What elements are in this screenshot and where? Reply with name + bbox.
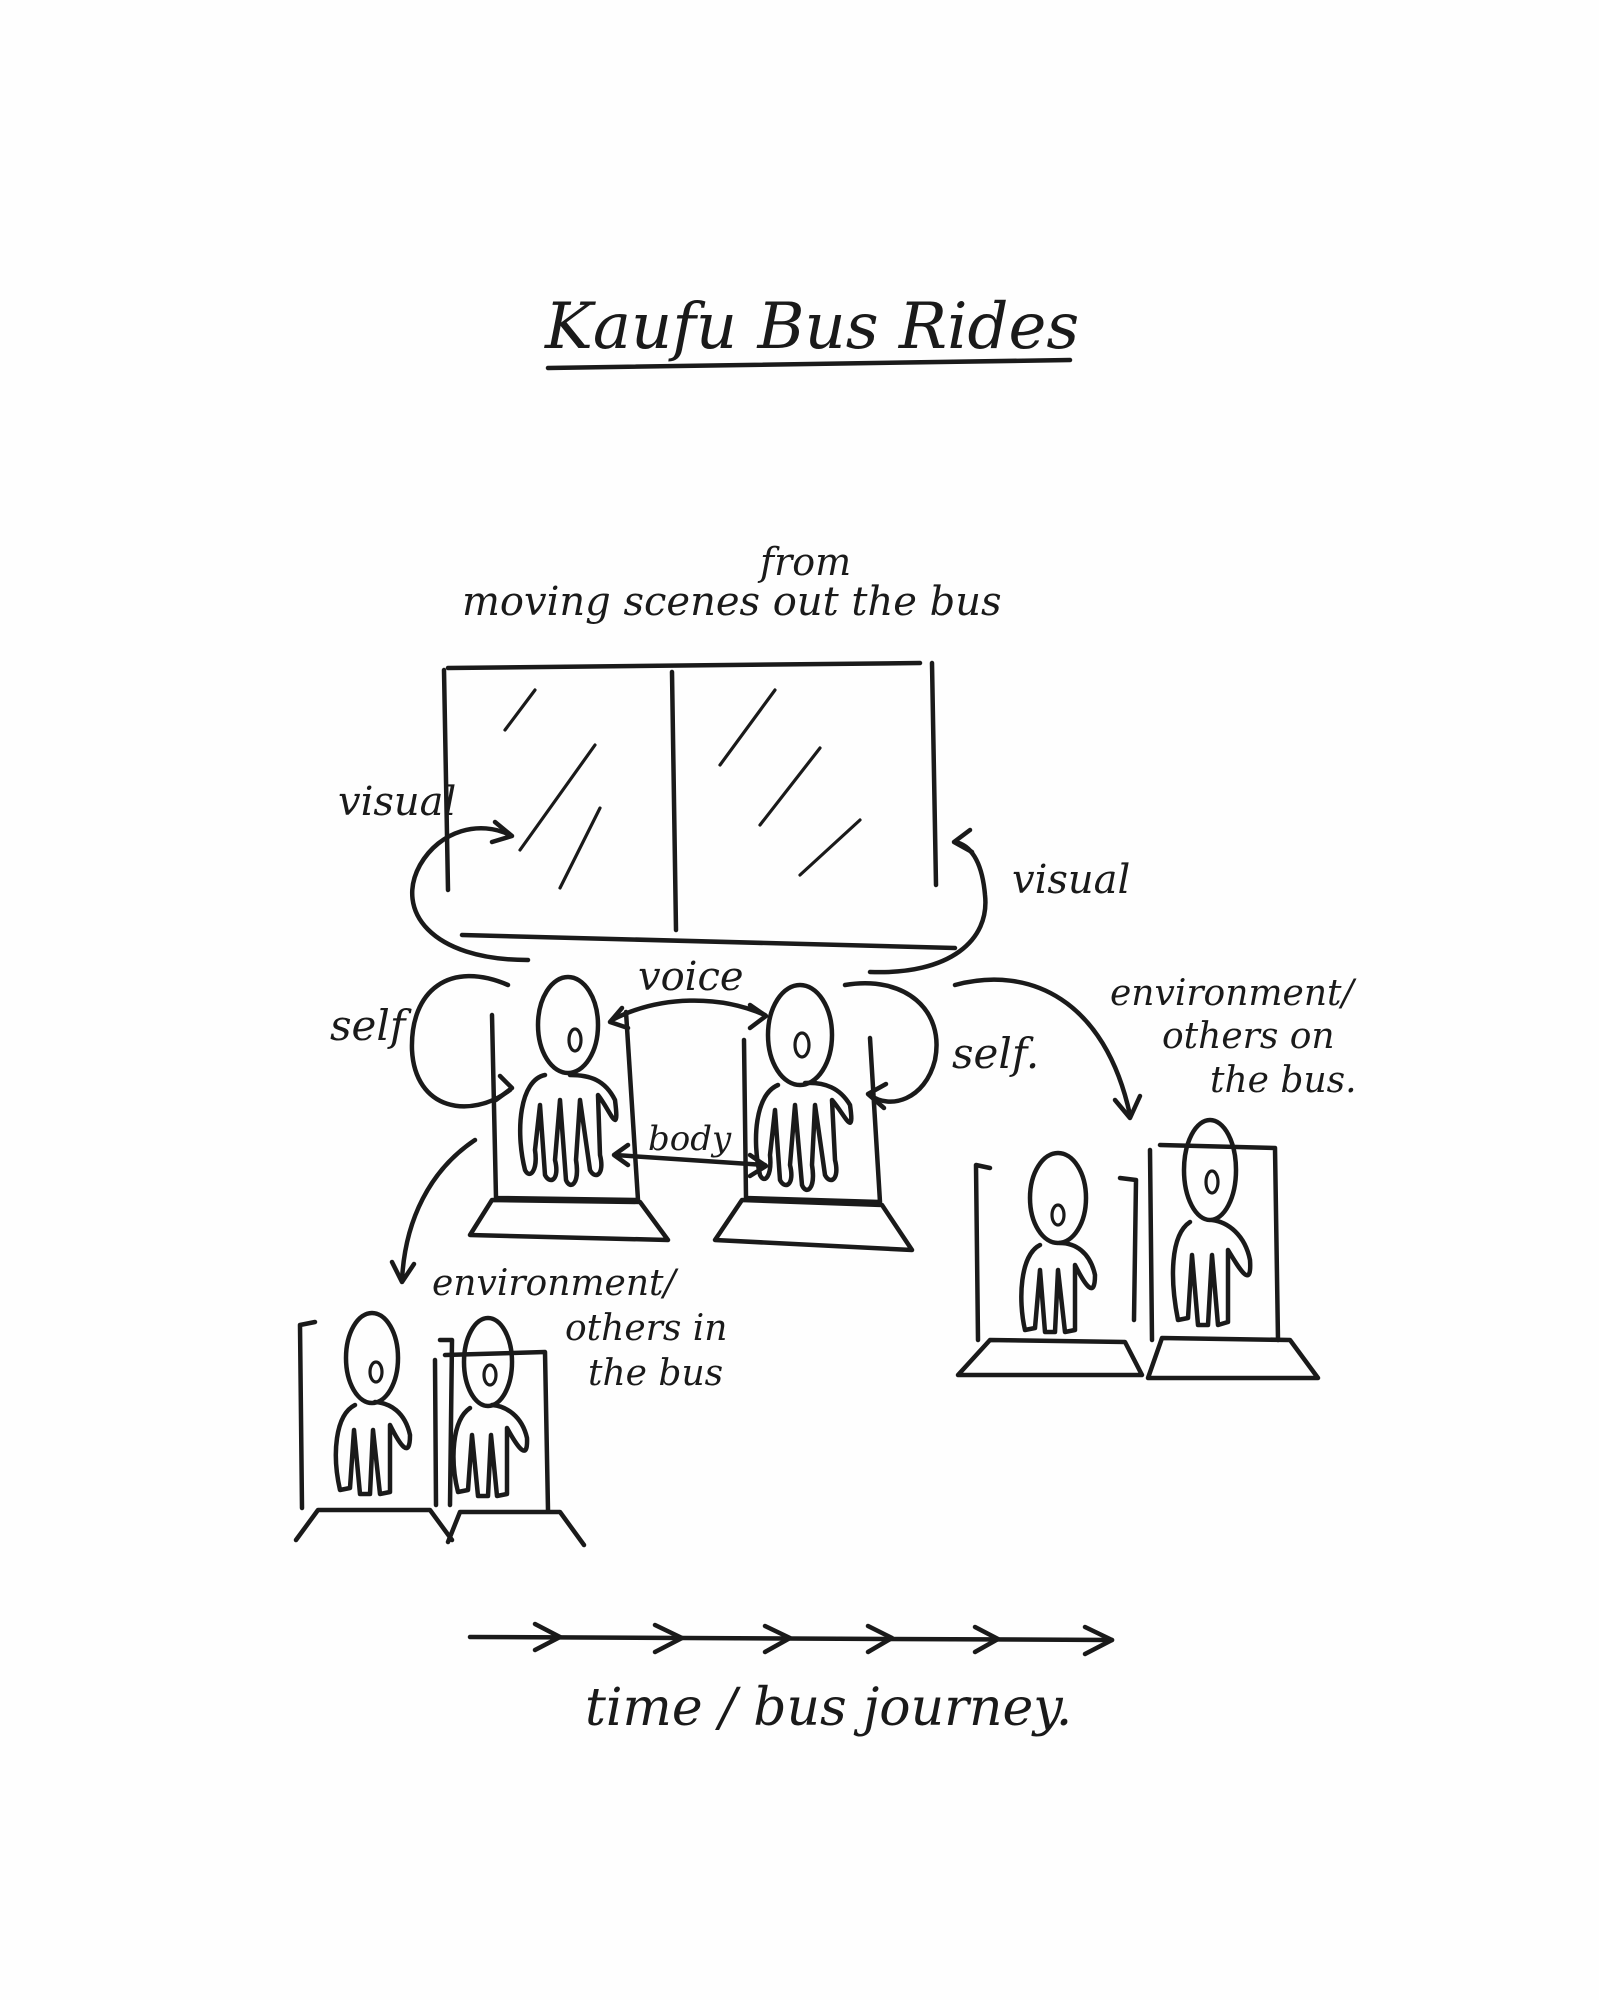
bus-window: [441, 660, 958, 951]
self-left-label: self: [330, 1001, 412, 1050]
env-left-line2: others in: [565, 1308, 727, 1349]
env-left-line3: the bus: [588, 1353, 723, 1394]
left-passenger-group: [293, 1310, 587, 1548]
right-passenger-group: [955, 1117, 1321, 1381]
body-label: body: [648, 1119, 732, 1159]
env-right-line2: others on: [1162, 1016, 1335, 1057]
env-left-line1: environment/: [432, 1263, 680, 1304]
env-right-line1: environment/: [1110, 973, 1358, 1014]
visual-left-label: visual: [338, 779, 456, 825]
body-arrow: [612, 1152, 768, 1168]
env-left-arrow: [399, 1137, 478, 1283]
voice-label: voice: [638, 954, 744, 1000]
voice-arrow: [609, 998, 768, 1023]
self-left-loop: [409, 974, 513, 1109]
window-label: moving scenes out the bus: [462, 579, 1002, 625]
visual-right-arrow: [867, 839, 988, 975]
timeline-arrow: [467, 1621, 1115, 1657]
title: Kaufu Bus Rides: [544, 290, 1079, 364]
title-underline: [545, 357, 1073, 371]
visual-right-label: visual: [1012, 857, 1130, 903]
env-right-arrow: [952, 977, 1133, 1118]
timeline-label: time / bus journey.: [585, 1678, 1072, 1738]
central-passengers: [467, 974, 915, 1253]
self-right-label: self.: [952, 1029, 1039, 1078]
env-right-line3: the bus.: [1210, 1060, 1357, 1101]
from-label: from: [757, 540, 851, 584]
self-right-loop: [842, 981, 939, 1104]
visual-left-arrow: [409, 826, 531, 963]
